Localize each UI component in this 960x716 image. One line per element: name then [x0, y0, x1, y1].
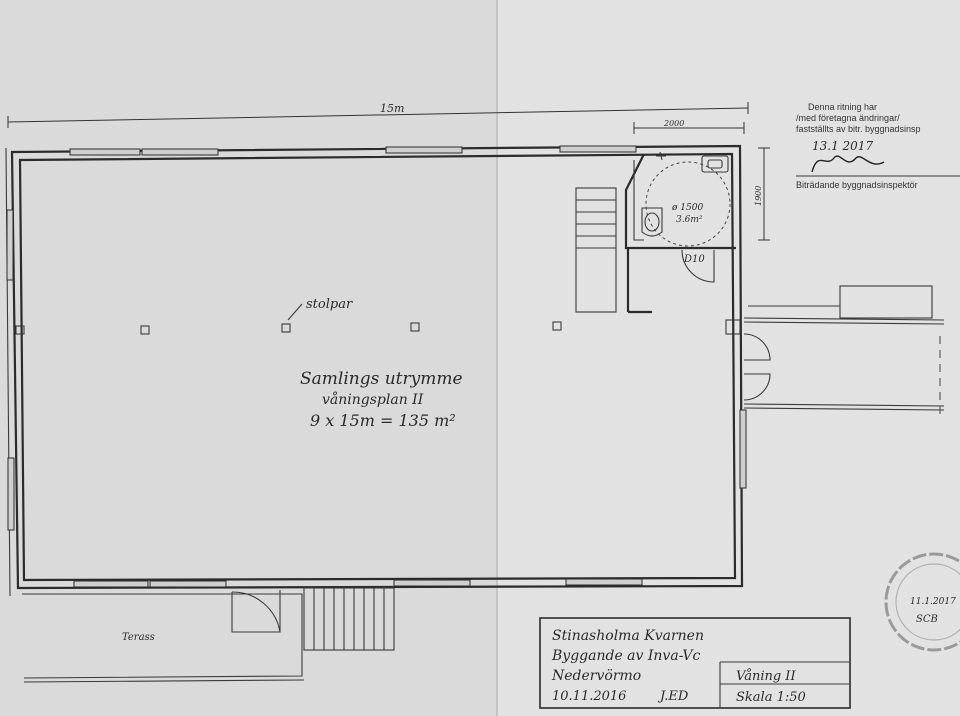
terrace-label: Terass: [122, 632, 155, 643]
scale-label: Skala 1:50: [736, 690, 806, 705]
east-annex: [725, 285, 945, 420]
turning-circle-label: ø 1500: [671, 203, 703, 213]
turning-area-label: 3.6m²: [676, 215, 703, 225]
bathroom-door-swing: [681, 249, 715, 283]
overall-dimension: 15m: [7, 102, 749, 128]
drawn-by-initials: J.ED: [657, 689, 689, 704]
column-marker: [552, 321, 562, 331]
door-tag-label: D10: [683, 254, 705, 265]
stairs-lower: [303, 587, 395, 651]
column-marker: [140, 325, 150, 335]
project-location: Nedervörmo: [551, 668, 641, 684]
floor-label: Våning II: [736, 668, 796, 684]
column-pair-label: stolpar: [306, 297, 353, 312]
round-stamp-initials: SCB: [916, 614, 938, 625]
approval-stamp: Denna ritning har /med företagna ändring…: [796, 102, 960, 190]
overall-width-label: 15m: [380, 102, 404, 115]
round-stamp: 11.1.2017 SCB: [884, 552, 960, 652]
bath-depth-label: 1900: [754, 186, 763, 206]
washbasin: [701, 155, 729, 173]
columns: stolpar: [15, 297, 562, 335]
area-label: 9 x 15m = 135 m²: [310, 411, 456, 430]
stairs-upper: [575, 187, 652, 314]
bath-dimensions: 2000 1900: [633, 119, 770, 241]
approval-line-3: fastställts av bitr. byggnadsinsp: [796, 124, 921, 134]
inspector-signature: [811, 155, 885, 173]
round-stamp-date: 11.1.2017: [910, 597, 956, 607]
project-purpose: Byggande av Inva-Vc: [551, 648, 701, 664]
title-block: Stinasholma Kvarnen Byggande av Inva-Vc …: [539, 617, 851, 709]
floor-plan-label: våningsplan II: [322, 391, 424, 408]
column-marker: [281, 323, 291, 333]
toilet: [641, 207, 663, 237]
column-marker: [15, 325, 25, 335]
room-label: Samlings utrymme våningsplan II 9 x 15m …: [300, 369, 463, 430]
approval-date: 13.1 2017: [812, 139, 873, 153]
turning-circle: [645, 161, 731, 247]
room-name-label: Samlings utrymme: [300, 369, 463, 389]
drawing-date: 10.11.2016: [552, 689, 626, 704]
paper-right-panel: [497, 0, 960, 716]
column-marker: [410, 322, 420, 332]
terrace: Terass: [22, 590, 305, 683]
approval-title: Biträdande byggnadsinspektör: [796, 180, 918, 190]
accessible-bathroom: ø 1500 3.6m² D10: [624, 151, 736, 283]
bath-width-label: 2000: [663, 119, 684, 128]
windows: [6, 145, 747, 588]
project-name: Stinasholma Kvarnen: [552, 628, 704, 644]
approval-line-2: /med företagna ändringar/: [796, 113, 900, 123]
approval-line-1: Denna ritning har: [808, 102, 877, 112]
